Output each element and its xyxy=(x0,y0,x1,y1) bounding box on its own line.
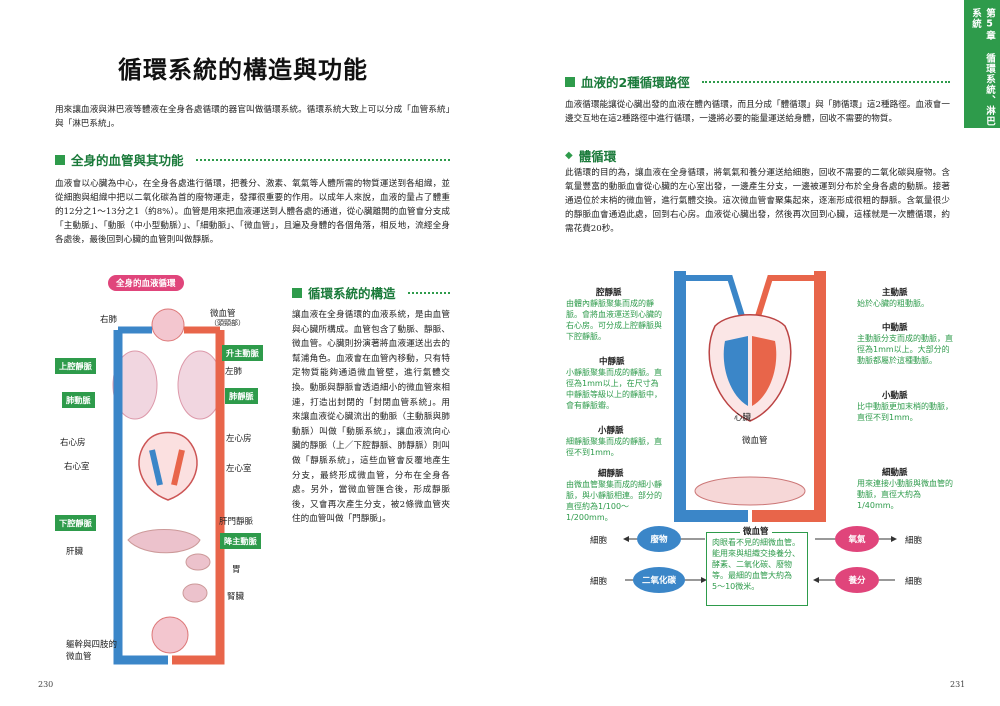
label-cell-1: 細胞 xyxy=(590,536,608,546)
oxygen-badge: 氧氣 xyxy=(835,526,879,552)
label-capillary: 微血管 xyxy=(210,309,236,319)
ann-fine-vein-title: 細靜脈 xyxy=(598,469,624,479)
ann-mid-artery-text: 主動脈分支而成的動脈，直徑為1mm以上。大部分的動脈都屬於這種動脈。 xyxy=(857,334,953,365)
capillary-box-text: 肉眼看不見的細微血管。能用來與組織交換養分、酵素、二氧化碳、廢物等。最細的血管大… xyxy=(712,538,800,591)
systemic-circulation-diagram xyxy=(112,308,225,665)
ann-small-artery-title: 小動脈 xyxy=(882,391,908,401)
head-capillary-shape xyxy=(151,308,185,342)
co2-badge: 二氧化碳 xyxy=(633,567,685,593)
artery-trunk-path xyxy=(172,330,225,665)
section-heading-structure: 循環系統的構造 xyxy=(292,283,450,302)
heart-vein-part xyxy=(149,449,163,486)
ann-vein-title: 中靜脈 xyxy=(599,357,625,367)
label-cell-4: 細胞 xyxy=(905,577,923,587)
capillary-info-box: 肉眼看不見的細微血管。能用來與組織交換養分、酵素、二氧化碳、廢物等。最細的血管大… xyxy=(706,532,808,606)
heading-square-icon xyxy=(55,154,65,165)
heart-left-side xyxy=(752,336,777,406)
label-left-atrium: 左心房 xyxy=(226,434,252,444)
label-portal-vein: 肝門靜脈 xyxy=(219,517,254,527)
heart-shape xyxy=(138,431,198,501)
label-inferior-vena-cava: 下腔靜脈 xyxy=(55,515,96,531)
structure-paragraph: 讓血液在全身循環的血液系統，是由血管與心臟所構成。血管包含了動脈、靜脈、微血管。… xyxy=(292,310,450,525)
waste-badge: 廢物 xyxy=(637,526,681,552)
page-title: 循環系統的構造與功能 xyxy=(118,56,368,84)
section-heading-blood-vessels: 全身的血管與其功能 xyxy=(55,150,450,169)
ann-arteriole-title: 細動脈 xyxy=(882,468,908,478)
top-vein-branch xyxy=(680,275,748,327)
label-pulmonary-vein: 肺靜脈 xyxy=(225,388,258,404)
ann-aorta-text: 始於心臟的粗動脈。 xyxy=(857,299,929,308)
label-right-atrium: 右心房 xyxy=(60,438,86,448)
circulation-intro-paragraph: 血液循環能讓從心臟出發的血液在體內循環，而且分成「體循環」與「肺循環」這2種路徑… xyxy=(565,100,950,124)
top-artery-branch xyxy=(752,275,820,327)
label-kidney: 腎臟 xyxy=(227,592,245,602)
label-trunk-capillary: 軀幹與四肢的 xyxy=(66,640,118,650)
ann-fine-vein-text: 由微血管聚集而成的細小靜脈，與小靜脈相連。部分的直徑約為1/100〜1/200m… xyxy=(566,480,662,522)
vein-loop-path xyxy=(674,271,748,522)
label-capillary-sub: （頭頸部） xyxy=(210,319,245,327)
ann-small-artery-text: 比中動脈更加末梢的動脈，直徑不到1mm。 xyxy=(857,402,953,422)
subheading-systemic: ◆ 體循環 xyxy=(565,149,617,164)
page-number-right: 231 xyxy=(950,680,966,689)
intro-paragraph: 用來讓血液與淋巴液等體液在全身各處循環的器官叫做循環系統。循環系統大致上可以分成… xyxy=(55,105,450,129)
label-liver: 肝臟 xyxy=(66,547,84,557)
label-trunk-capillary-2: 微血管 xyxy=(66,652,92,662)
ann-arteriole-text: 用來連接小動脈與微血管的動脈，直徑大約為1/40mm。 xyxy=(857,479,953,510)
ann-mid-artery-title: 中動脈 xyxy=(882,323,908,333)
trunk-capillary-shape xyxy=(151,616,189,654)
vessel-types-diagram xyxy=(674,271,826,522)
arrow-waste-head xyxy=(623,536,629,542)
systemic-paragraph: 此循環的目的為，讓血液在全身循環，將氧氣和養分運送給細胞，回收不需要的二氧化碳與… xyxy=(565,168,950,234)
heading-square-icon xyxy=(292,287,302,298)
label-stomach: 胃 xyxy=(232,565,241,575)
arrow-nutrient-head xyxy=(813,577,819,583)
kidney-shape xyxy=(182,583,208,603)
liver-shape xyxy=(127,529,201,554)
ann-vena-cava-title: 腔靜脈 xyxy=(596,288,622,298)
label-pulmonary-artery: 肺動脈 xyxy=(62,392,95,408)
label-superior-vena-cava: 上腔靜脈 xyxy=(55,358,96,374)
capillary-bed-shape xyxy=(694,476,806,506)
heart-right-side xyxy=(723,336,748,406)
left-lung-shape xyxy=(177,350,223,420)
stomach-shape xyxy=(185,553,211,571)
diagram-tag: 全身的血液循環 xyxy=(108,275,184,291)
page-number-left: 230 xyxy=(38,680,54,689)
vein-trunk-path xyxy=(113,330,168,665)
heading-square-icon xyxy=(565,76,575,87)
diamond-icon: ◆ xyxy=(565,150,573,161)
label-right-lung: 右肺 xyxy=(100,315,118,325)
right-lung-shape xyxy=(112,350,158,420)
artery-loop-path xyxy=(752,271,826,522)
label-left-lung: 左肺 xyxy=(225,367,243,377)
label-cell-2: 細胞 xyxy=(590,577,608,587)
label-ascending-aorta: 升主動脈 xyxy=(222,345,263,361)
heart-shape xyxy=(708,314,792,422)
label-right-ventricle: 右心室 xyxy=(64,462,90,472)
section-heading-circulation-paths: 血液的2種循環路徑 xyxy=(565,72,950,91)
ann-vena-cava-text: 由體內靜脈聚集而成的靜脈。會將血液運送到心臟的右心房。可分成上腔靜脈與下腔靜脈。 xyxy=(566,299,662,341)
label-left-ventricle: 左心室 xyxy=(226,464,252,474)
chapter-tab[interactable]: 第5章 循環系統、淋巴系統 xyxy=(964,0,1000,128)
heart-artery-part xyxy=(171,449,185,486)
capillary-box-title: 微血管 xyxy=(740,525,772,537)
arrow-co2-head xyxy=(701,577,707,583)
nutrient-badge: 養分 xyxy=(835,567,879,593)
ann-venule-text: 細靜脈聚集而成的靜脈，直徑不到1mm。 xyxy=(566,437,662,457)
ann-venule-title: 小靜脈 xyxy=(598,426,624,436)
label-descending-aorta: 降主動脈 xyxy=(220,533,261,549)
arrow-oxygen-head xyxy=(891,536,897,542)
ann-aorta-title: 主動脈 xyxy=(882,288,908,298)
label-capillary-right: 微血管 xyxy=(742,436,768,446)
label-heart: 心臟 xyxy=(734,413,752,423)
label-cell-3: 細胞 xyxy=(905,536,923,546)
blood-vessel-paragraph: 血液會以心臟為中心，在全身各處進行循環，把養分、激素、氧氣等人體所需的物質運送到… xyxy=(55,179,450,245)
ann-vein-text: 小靜脈聚集而成的靜脈。直徑為1mm以上，在尺寸為中靜脈等級以上的靜脈中，會有靜脈… xyxy=(566,368,662,410)
